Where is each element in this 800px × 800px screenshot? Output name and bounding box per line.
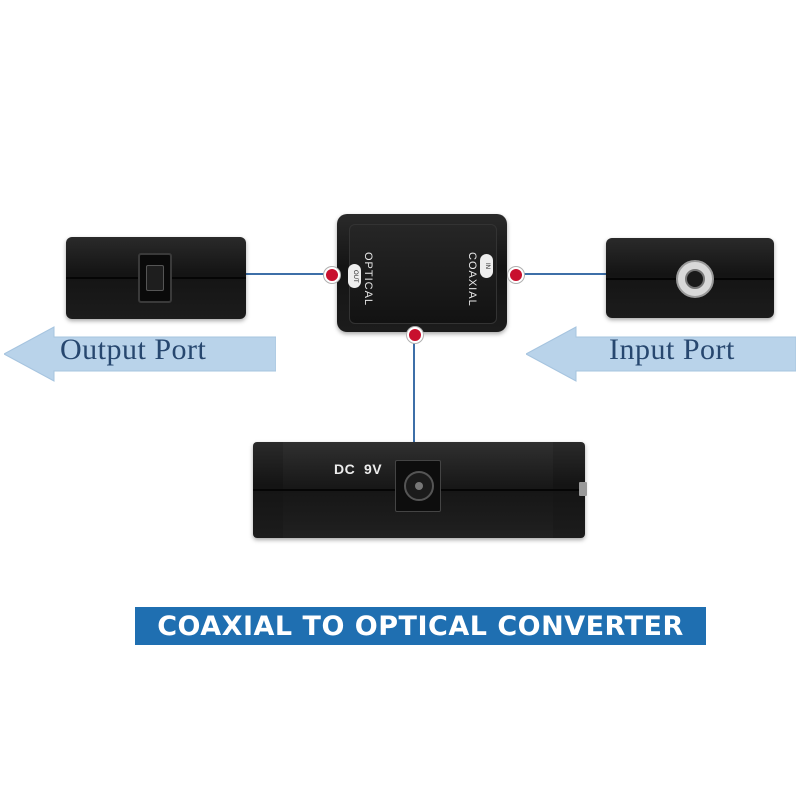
connector-line-vertical (413, 333, 415, 443)
in-pill-label: IN (480, 254, 493, 278)
dc-9v-label: DC 9V (334, 461, 383, 477)
rca-jack (676, 260, 714, 298)
converter-device: OUT (337, 214, 507, 332)
connector-line-left (246, 273, 328, 275)
input-port-label: Input Port (609, 333, 735, 366)
output-port-label: Output Port (60, 333, 207, 366)
marker-dot-bottom (407, 327, 423, 343)
out-pill-label: OUT (348, 264, 361, 288)
dc-jack (395, 460, 441, 512)
optical-socket (138, 253, 172, 303)
output-port-device (66, 237, 246, 319)
output-arrow (4, 326, 276, 382)
title-banner: COAXIAL TO OPTICAL CONVERTER (135, 607, 706, 645)
coaxial-label: COAXIAL (466, 252, 478, 307)
input-arrow (526, 326, 796, 382)
power-side-device (253, 442, 587, 538)
connector-line-right (516, 273, 606, 275)
optical-label: OPTICAL (362, 252, 374, 307)
marker-dot-right (508, 267, 524, 283)
input-port-device (606, 238, 774, 318)
marker-dot-left (324, 267, 340, 283)
